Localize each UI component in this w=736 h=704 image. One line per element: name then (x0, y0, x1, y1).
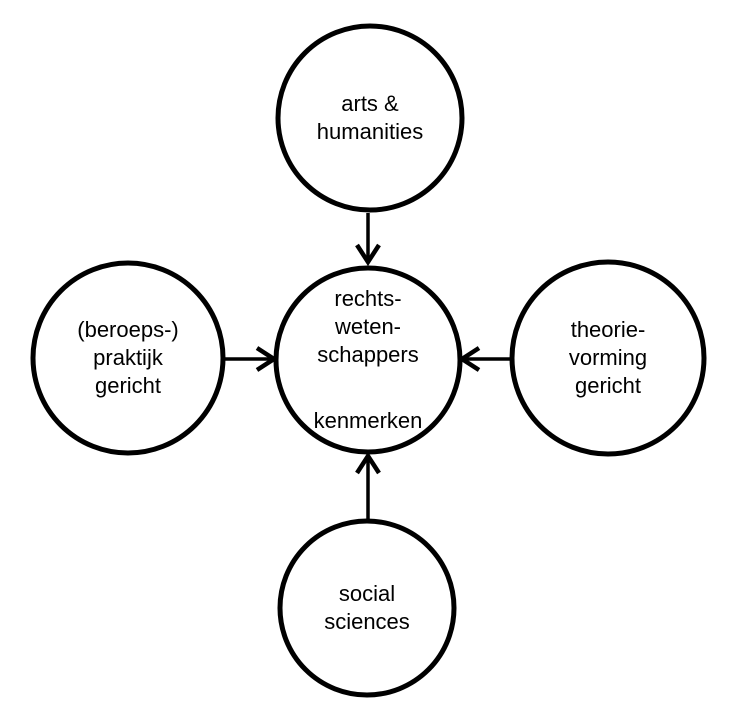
node-label-rechtswetenschappers-main: rechts- weten- schappers (317, 286, 419, 367)
node-circle-right (509, 259, 707, 457)
node-label-beroeps-praktijk-gericht: (beroeps-) praktijk gericht (77, 317, 179, 398)
arrow-top-to-center (355, 213, 381, 267)
node-label-arts-humanities: arts & humanities (316, 91, 424, 144)
node-circle-top (275, 23, 465, 213)
node-label-rechtswetenschappers: rechts- weten- schappers kenmerken (314, 257, 423, 463)
arrow-bottom-to-center (355, 451, 381, 519)
node-circle-left (30, 260, 226, 456)
node-label-social-sciences: social sciences (324, 581, 410, 634)
node-label-kenmerken: kenmerken (313, 408, 423, 433)
node-circle-bottom (277, 518, 457, 698)
node-label-theorievorming-gericht: theorie- vorming gericht (568, 317, 648, 398)
arrow-right-to-center (457, 346, 511, 372)
arrow-left-to-center (225, 346, 279, 372)
